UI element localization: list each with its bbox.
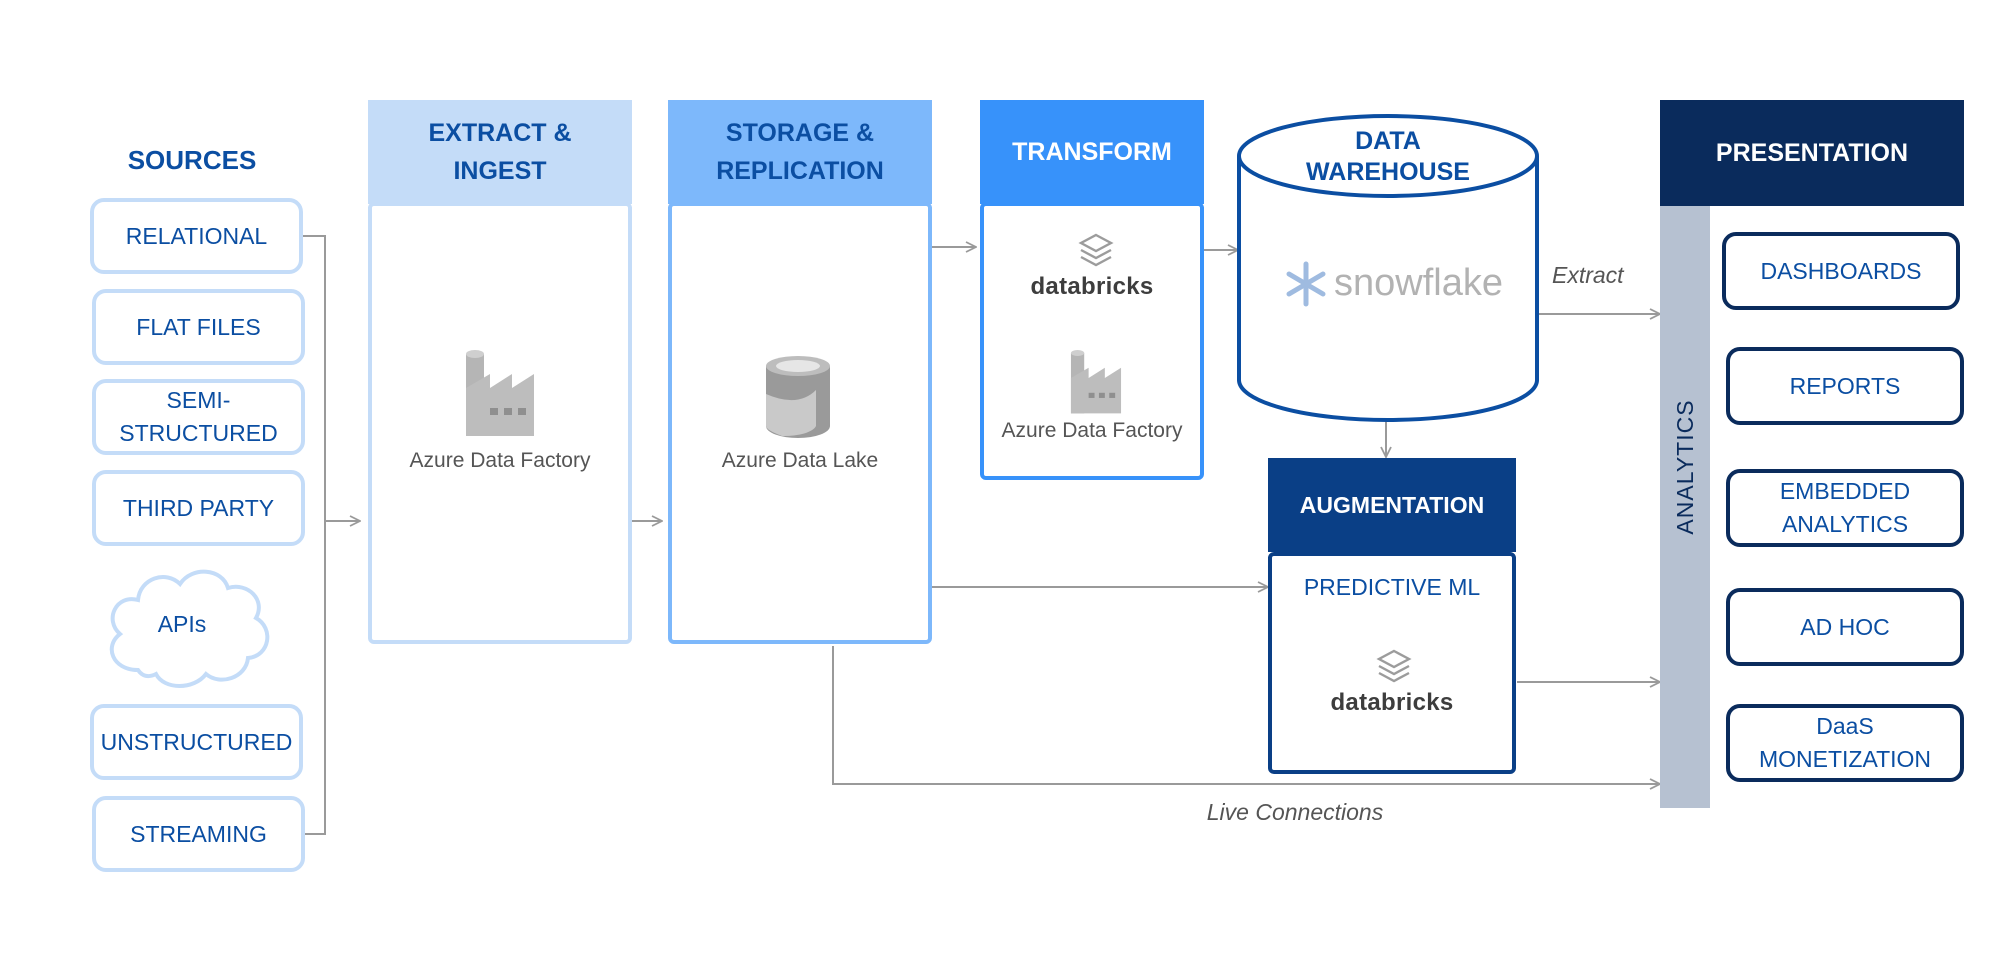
transform-header: TRANSFORM (980, 100, 1204, 204)
extract-edge-label: Extract (1552, 262, 1624, 288)
presentation-ad-hoc[interactable]: AD HOC (1726, 588, 1964, 666)
transform-adf-label: Azure Data Factory (1001, 419, 1183, 442)
source-semi-structured[interactable]: SEMI- STRUCTURED (92, 379, 305, 455)
presentation-dashboards[interactable]: DASHBOARDS (1722, 232, 1960, 310)
presentation-reports[interactable]: REPORTS (1726, 347, 1964, 425)
storage-tool-label: Azure Data Lake (721, 449, 879, 472)
source-apis[interactable]: APIs (98, 558, 278, 698)
analytics-bar: ANALYTICS (1660, 206, 1710, 808)
source-streaming[interactable]: STREAMING (92, 796, 305, 872)
presentation-daas-monetization[interactable]: DaaS MONETIZATION (1726, 704, 1964, 782)
source-flat-files[interactable]: FLAT FILES (92, 289, 305, 365)
source-apis-label: APIs (157, 610, 207, 637)
augmentation-header: AUGMENTATION (1268, 458, 1516, 552)
transform-databricks-label: databricks (1030, 273, 1154, 300)
presentation-embedded-analytics[interactable]: EMBEDDED ANALYTICS (1726, 469, 1964, 547)
analytics-label: ANALYTICS (1671, 399, 1698, 535)
cloud-icon (109, 569, 270, 688)
augmentation-databricks-label: databricks (1330, 689, 1454, 716)
live-connections-arrow (832, 646, 1660, 784)
augmentation-panel: PREDICTIVE ML databricks (1268, 552, 1516, 774)
sources-title: SOURCES (127, 144, 257, 175)
extract-ingest-header: EXTRACT & INGEST (368, 100, 632, 204)
databricks-stack-icon (1376, 649, 1412, 683)
database-cylinder-icon (1237, 114, 1539, 422)
predictive-ml-label: PREDICTIVE ML (1303, 573, 1481, 600)
storage-replication-header: STORAGE & REPLICATION (668, 100, 932, 204)
presentation-header: PRESENTATION (1660, 100, 1964, 206)
source-unstructured[interactable]: UNSTRUCTURED (90, 704, 303, 780)
sources-bracket (303, 235, 326, 835)
factory-icon (1070, 350, 1122, 414)
extract-tool-label: Azure Data Factory (409, 449, 591, 472)
factory-icon (466, 350, 534, 436)
databricks-stack-icon (1078, 233, 1114, 267)
source-relational[interactable]: RELATIONAL (90, 198, 303, 274)
data-lake-icon (766, 356, 830, 438)
live-connections-label: Live Connections (1206, 798, 1384, 825)
data-warehouse: DATA WAREHOUSE snowflake (1236, 112, 1540, 424)
extract-ingest-panel: Azure Data Factory (368, 202, 632, 644)
data-warehouse-title: DATA WAREHOUSE (1306, 127, 1470, 186)
transform-panel: databricks Azure Data Factory (980, 202, 1204, 480)
source-third-party[interactable]: THIRD PARTY (92, 470, 305, 546)
snowflake-label: snowflake (1334, 262, 1503, 304)
snowflake-icon (1286, 261, 1326, 307)
storage-replication-panel: Azure Data Lake (668, 202, 932, 644)
